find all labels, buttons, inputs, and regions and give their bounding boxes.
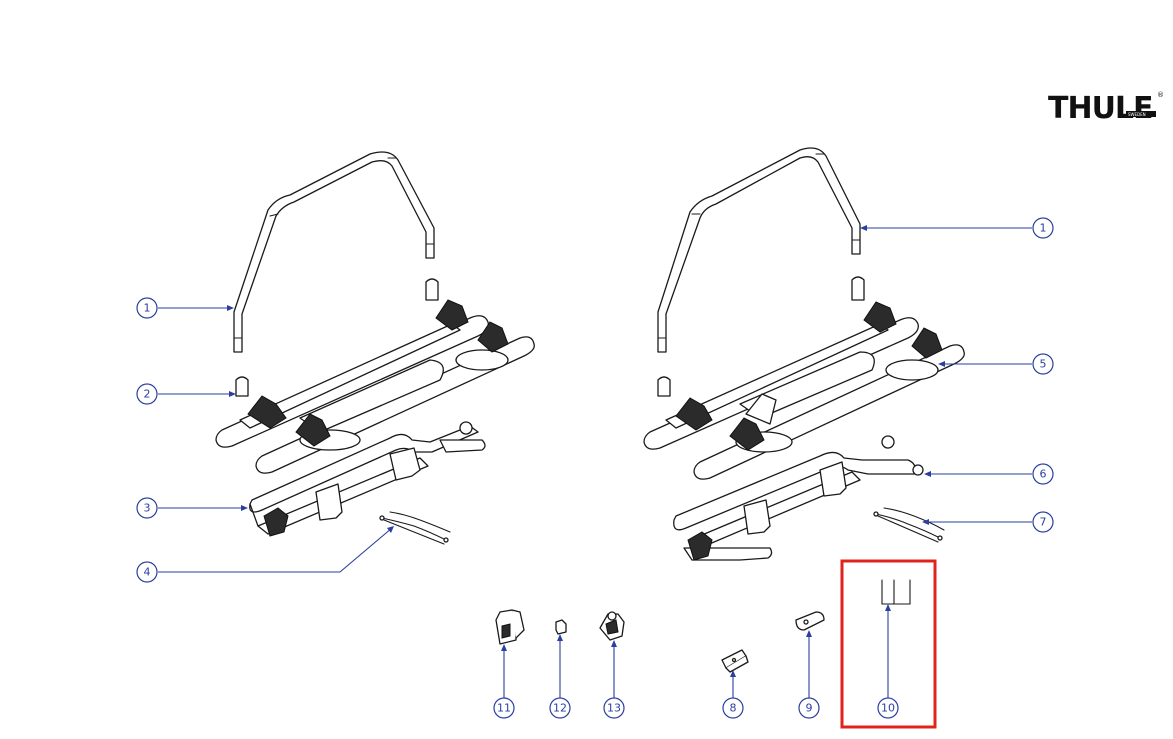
left-assembly bbox=[215, 151, 535, 545]
part-9-bracket bbox=[795, 611, 825, 631]
callout-4: 4 bbox=[136, 561, 158, 583]
part-13-wheel-holder bbox=[599, 611, 625, 641]
logo-subtext: SWEDEN bbox=[1128, 112, 1146, 117]
callout-1-left-label: 1 bbox=[144, 302, 151, 315]
callout-2: 2 bbox=[136, 383, 158, 405]
callout-7-label: 7 bbox=[1040, 516, 1047, 529]
straps-right bbox=[873, 507, 945, 543]
rail-platform-right bbox=[643, 276, 965, 480]
callout-5: 5 bbox=[1032, 353, 1054, 375]
callout-1-left: 1 bbox=[136, 297, 158, 319]
right-assembly bbox=[643, 147, 965, 561]
callout-8-label: 8 bbox=[730, 702, 737, 715]
callout-10: 10 bbox=[877, 697, 899, 719]
highlight-box-part-10 bbox=[840, 559, 937, 729]
part-10-u-bolt bbox=[881, 579, 911, 605]
callout-6-label: 6 bbox=[1040, 468, 1047, 481]
callout-7: 7 bbox=[1032, 511, 1054, 533]
callout-11: 11 bbox=[493, 697, 515, 719]
thule-logo: THULE SWEDEN ® bbox=[1048, 91, 1164, 126]
base-frame-left bbox=[249, 421, 486, 537]
callout-13: 13 bbox=[603, 697, 625, 719]
rail-platform-left bbox=[215, 278, 535, 474]
logo-wordmark: THULE bbox=[1048, 91, 1153, 126]
part-8-plate bbox=[721, 649, 749, 673]
callout-3-label: 3 bbox=[144, 502, 151, 515]
callout-12-label: 12 bbox=[553, 702, 567, 715]
callout-6: 6 bbox=[1032, 463, 1054, 485]
callout-9: 9 bbox=[798, 697, 820, 719]
logo-registered-mark: ® bbox=[1157, 91, 1164, 99]
callout-4-label: 4 bbox=[144, 566, 151, 579]
base-frame-right bbox=[673, 435, 924, 561]
hoop-frame-right bbox=[657, 147, 861, 353]
callout-5-label: 5 bbox=[1040, 358, 1047, 371]
straps-left bbox=[379, 511, 451, 545]
callout-2-label: 2 bbox=[144, 388, 151, 401]
callout-1-right: 1 bbox=[1032, 217, 1054, 239]
part-11-clamp-bracket bbox=[495, 609, 525, 645]
callout-8: 8 bbox=[722, 697, 744, 719]
callout-11-label: 11 bbox=[497, 702, 511, 715]
callout-12: 12 bbox=[549, 697, 571, 719]
callout-10-label: 10 bbox=[881, 702, 895, 715]
hoop-frame-left bbox=[233, 151, 435, 353]
callout-9-label: 9 bbox=[806, 702, 813, 715]
leader-lines bbox=[158, 225, 1032, 698]
callout-13-label: 13 bbox=[607, 702, 621, 715]
callout-1-right-label: 1 bbox=[1040, 222, 1047, 235]
callout-3: 3 bbox=[136, 497, 158, 519]
part-12-small-clip bbox=[555, 619, 567, 635]
